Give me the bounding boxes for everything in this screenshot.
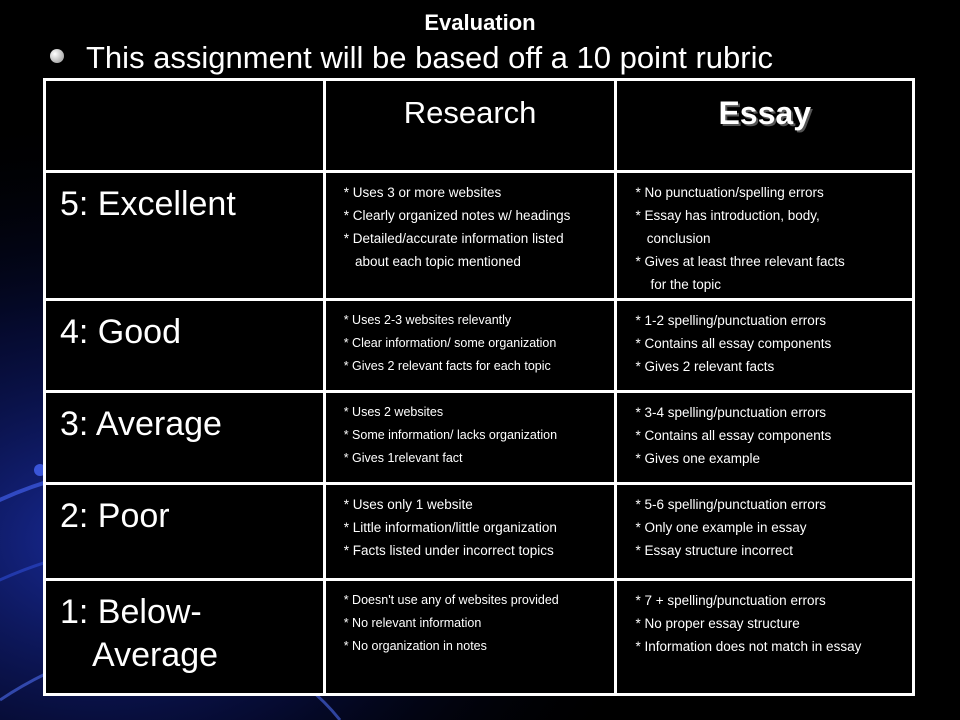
header-research-cell: Research	[322, 78, 618, 173]
criterion: * Contains all essay components	[635, 336, 832, 351]
criterion: * Doesn't use any of websites provided	[343, 593, 559, 607]
rubric-table: Research Essay 5: Excellent * Uses 3 or …	[43, 78, 915, 696]
bullet-dot-icon	[50, 48, 64, 63]
criterion: * No relevant information	[343, 616, 482, 630]
header-essay: Essay	[718, 95, 811, 131]
header-research: Research	[403, 95, 537, 130]
criterion: * Contains all essay components	[635, 428, 832, 443]
criterion: * Gives 2 relevant facts for each topic	[343, 359, 551, 373]
level-label: 3: Average	[60, 405, 222, 443]
header-corner-cell	[43, 78, 326, 173]
slide-title: Evaluation	[424, 10, 536, 35]
level-label: 2: Poor	[60, 497, 170, 535]
bullet-line: This assignment will be based off a 10 p…	[50, 40, 773, 76]
table-row: 2: Poor * Uses only 1 website * Little i…	[43, 482, 915, 581]
criterion: * 7 + spelling/punctuation errors	[635, 593, 826, 608]
table-row: 3: Average * Uses 2 websites * Some info…	[43, 390, 915, 485]
criterion: * Some information/ lacks organization	[343, 428, 558, 442]
essay-cell: * 7 + spelling/punctuation errors * No p…	[614, 578, 915, 696]
level-label: 4: Good	[60, 313, 181, 351]
criterion: * Only one example in essay	[635, 520, 807, 535]
level-label-line1: 1: Below-	[60, 593, 202, 631]
table-row: 4: Good * Uses 2-3 websites relevantly *…	[43, 298, 915, 393]
research-cell: * Uses 2 websites * Some information/ la…	[322, 390, 618, 485]
criterion: * Uses 2-3 websites relevantly	[343, 313, 512, 327]
criterion: * Uses only 1 website	[343, 497, 473, 512]
criterion: * Gives one example	[635, 451, 761, 466]
level-label: 5: Excellent	[60, 185, 236, 223]
criterion: * Uses 2 websites	[343, 405, 444, 419]
criterion: * Little information/little organization	[343, 520, 557, 535]
essay-cell: * 1-2 spelling/punctuation errors * Cont…	[614, 298, 915, 393]
criterion: * Clear information/ some organization	[343, 336, 557, 350]
criterion: conclusion	[635, 231, 711, 246]
criterion: * No punctuation/spelling errors	[635, 185, 824, 200]
criterion: * 3-4 spelling/punctuation errors	[635, 405, 827, 420]
criterion: for the topic	[635, 277, 721, 292]
criterion: * Clearly organized notes w/ headings	[343, 208, 571, 223]
criterion: * Gives 1relevant fact	[343, 451, 463, 465]
research-cell: * Doesn't use any of websites provided *…	[322, 578, 618, 696]
criterion: * Essay structure incorrect	[635, 543, 794, 558]
level-label: 1: Below- Average	[46, 581, 323, 676]
table-row: 5: Excellent * Uses 3 or more websites *…	[43, 170, 915, 301]
criterion: about each topic mentioned	[343, 254, 521, 269]
criterion: * 5-6 spelling/punctuation errors	[635, 497, 827, 512]
criterion: * 1-2 spelling/punctuation errors	[635, 313, 827, 328]
level-cell: 5: Excellent	[43, 170, 326, 301]
essay-cell: * 5-6 spelling/punctuation errors * Only…	[614, 482, 915, 581]
level-cell: 1: Below- Average	[43, 578, 326, 696]
level-cell: 2: Poor	[43, 482, 326, 581]
bullet-text: This assignment will be based off a 10 p…	[86, 40, 773, 75]
research-cell: * Uses 3 or more websites * Clearly orga…	[322, 170, 618, 301]
level-cell: 3: Average	[43, 390, 326, 485]
criterion: * Uses 3 or more websites	[343, 185, 502, 200]
criterion: * Information does not match in essay	[635, 639, 862, 654]
criterion: * Essay has introduction, body,	[635, 208, 820, 223]
research-cell: * Uses only 1 website * Little informati…	[322, 482, 618, 581]
criterion: * No organization in notes	[343, 639, 487, 653]
criterion: * No proper essay structure	[635, 616, 800, 631]
criterion: * Facts listed under incorrect topics	[343, 543, 554, 558]
level-label-line2: Average	[92, 635, 219, 674]
criterion: * Gives 2 relevant facts	[635, 359, 775, 374]
level-cell: 4: Good	[43, 298, 326, 393]
research-cell: * Uses 2-3 websites relevantly * Clear i…	[322, 298, 618, 393]
essay-cell: * 3-4 spelling/punctuation errors * Cont…	[614, 390, 915, 485]
header-essay-cell: Essay	[614, 78, 915, 173]
criterion: * Gives at least three relevant facts	[635, 254, 845, 269]
essay-cell: * No punctuation/spelling errors * Essay…	[614, 170, 915, 301]
table-row: 1: Below- Average * Doesn't use any of w…	[43, 578, 915, 696]
criterion: * Detailed/accurate information listed	[343, 231, 564, 246]
table-header-row: Research Essay	[43, 78, 915, 173]
